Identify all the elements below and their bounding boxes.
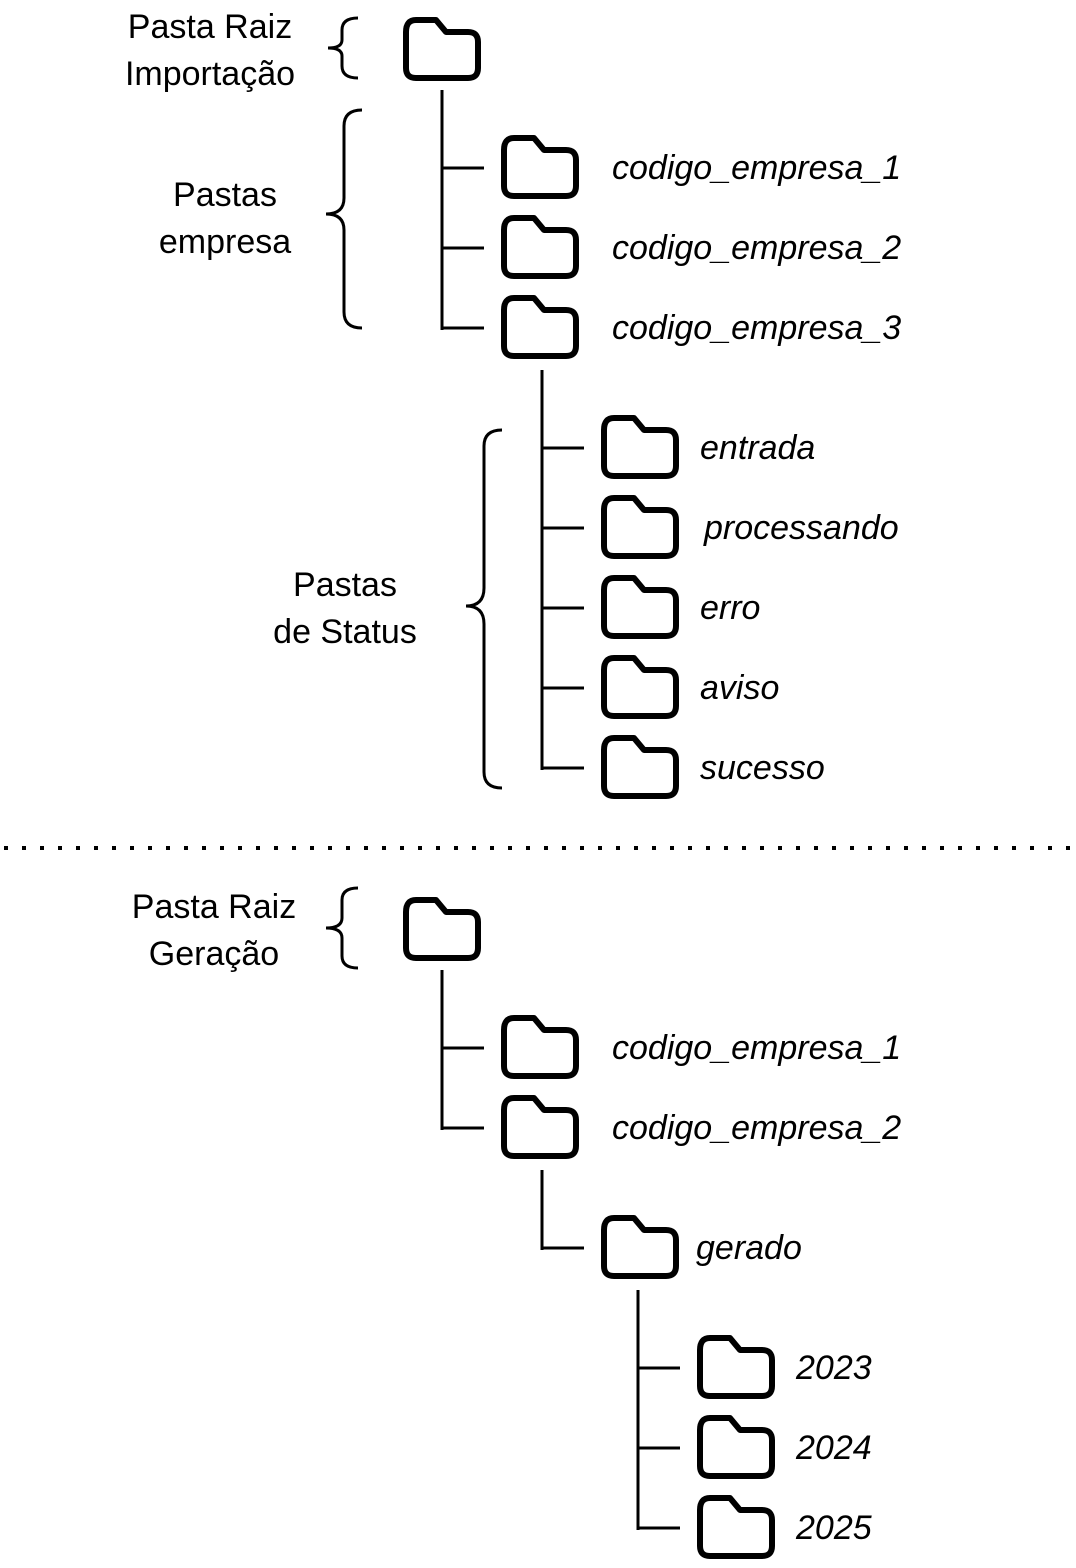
folder-name: erro (700, 589, 761, 627)
folder-icon (504, 218, 576, 276)
folder-name: codigo_empresa_2 (612, 1109, 902, 1147)
folder-name: sucesso (700, 749, 825, 787)
folder-name: entrada (700, 429, 816, 467)
folder-icon (700, 1338, 772, 1396)
label-line: Pastas (293, 566, 397, 604)
folder-icon (504, 1098, 576, 1156)
status-group-label: Pastas de Status (240, 562, 450, 656)
tree-lines (440, 970, 484, 1130)
label-line: Pasta Raiz (127, 8, 293, 46)
folder-icon (604, 1218, 676, 1276)
folder-icon (406, 20, 478, 78)
folder-icon (700, 1418, 772, 1476)
folder-name: codigo_empresa_2 (612, 229, 902, 267)
folder-name: codigo_empresa_3 (612, 309, 902, 347)
folder-icon (504, 298, 576, 356)
folder-icon (700, 1498, 772, 1556)
folder-icon (504, 138, 576, 196)
curly-brace-icon (327, 16, 359, 80)
folder-name: gerado (696, 1229, 802, 1267)
root-importacao-label: Pasta Raiz Importação (100, 4, 320, 98)
folder-name: codigo_empresa_1 (612, 149, 902, 187)
empresa-group-label: Pastas empresa (120, 172, 330, 266)
folder-icon (604, 578, 676, 636)
folder-name: 2023 (796, 1349, 872, 1387)
folder-icon (604, 658, 676, 716)
label-line: Pastas (173, 176, 277, 214)
curly-brace-icon (325, 886, 359, 970)
root-geracao-label: Pasta Raiz Geração (104, 884, 324, 978)
folder-name: processando (704, 509, 899, 547)
tree-lines (440, 90, 484, 330)
label-line: de Status (273, 613, 417, 651)
label-line: Pasta Raiz (131, 888, 297, 926)
folder-name: aviso (700, 669, 780, 707)
tree-lines (540, 1170, 584, 1250)
tree-lines (636, 1290, 680, 1530)
folder-icon (604, 738, 676, 796)
folder-name: 2025 (796, 1509, 872, 1547)
curly-brace-icon (325, 108, 363, 330)
folder-icon (406, 900, 478, 958)
label-line: Geração (148, 935, 280, 973)
tree-lines (540, 370, 584, 770)
label-line: Importação (124, 55, 296, 93)
folder-icon (604, 418, 676, 476)
folder-name: codigo_empresa_1 (612, 1029, 902, 1067)
folder-icon (604, 498, 676, 556)
label-line: empresa (158, 223, 292, 261)
curly-brace-icon (465, 428, 503, 790)
folder-icon (504, 1018, 576, 1076)
folder-name: 2024 (796, 1429, 872, 1467)
